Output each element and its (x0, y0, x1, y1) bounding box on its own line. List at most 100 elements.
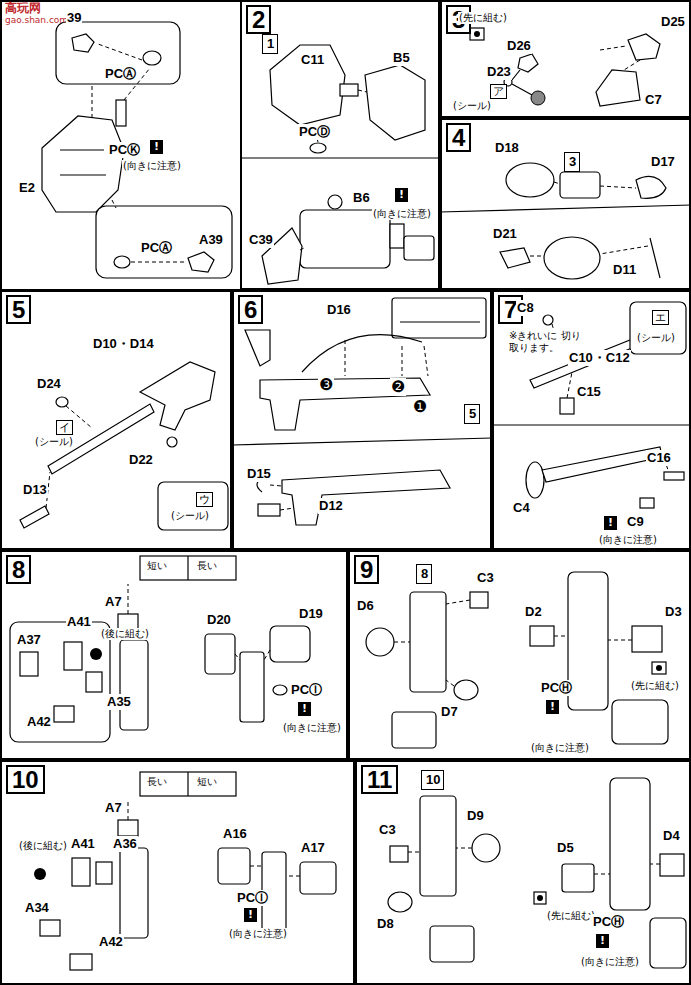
step-number: 11 (361, 765, 398, 794)
part-label: D10・D14 (92, 336, 155, 352)
note-text: (先に組む) (458, 12, 508, 24)
note-text: (シール) (636, 332, 676, 344)
callout-number: ❷ (390, 378, 406, 396)
part-label: PCⒾ (290, 682, 323, 698)
step-panel: 10 (0, 760, 355, 985)
watermark: 高玩网 (4, 2, 42, 15)
sticker-letter: エ (652, 310, 669, 325)
part-label: D4 (662, 828, 681, 844)
part-label: A17 (300, 840, 326, 856)
step-panel: 65 (232, 290, 492, 550)
part-label: PCⒽ (540, 680, 573, 696)
step-number: 8 (6, 555, 31, 584)
callout-number: ❸ (318, 376, 334, 394)
part-label: D8 (376, 916, 395, 932)
part-label: A41 (70, 836, 96, 852)
warning-mark: ! (150, 140, 163, 154)
ref-number: 8 (421, 566, 428, 582)
note-text: (向きに注意) (580, 956, 640, 968)
part-label: A7 (104, 800, 123, 816)
part-label: C9 (626, 514, 645, 530)
part-label: C3 (476, 570, 495, 586)
part-label: D22 (128, 452, 154, 468)
subassembly-ref: 3 (564, 152, 580, 172)
step-number: 6 (238, 295, 263, 324)
note-text: (後に組む) (100, 628, 150, 640)
warning-mark: ! (546, 700, 559, 714)
ref-number: 3 (569, 154, 576, 170)
part-label: D24 (36, 376, 62, 392)
note-text: (向きに注意) (598, 534, 658, 546)
warning-mark: ! (298, 702, 311, 716)
part-label: D15 (246, 466, 272, 482)
note-text: (向きに注意) (228, 928, 288, 940)
part-label: D9 (466, 808, 485, 824)
part-label: A39 (198, 232, 224, 248)
note-text: 短い (146, 560, 168, 572)
part-label: A36 (112, 836, 138, 852)
panel-frame (1, 1, 241, 290)
subassembly-ref: 1 (262, 34, 278, 54)
parts-drawing (10, 22, 691, 970)
note-text: (シール) (34, 436, 74, 448)
step-number: 10 (6, 765, 45, 794)
part-label: A42 (26, 714, 52, 730)
part-label: D11 (612, 262, 637, 278)
warning-mark: ! (244, 908, 257, 922)
note-text: (向きに注意) (282, 722, 342, 734)
part-label: D26 (506, 38, 532, 54)
step-number: 5 (6, 295, 31, 324)
note-text: 短い (196, 776, 218, 788)
warning-mark: ! (395, 188, 408, 202)
warning-mark: ! (596, 934, 609, 948)
part-label: A16 (222, 826, 248, 842)
part-label: PCⒶ (140, 240, 173, 256)
part-label: PCⒾ (236, 890, 269, 906)
part-label: D13 (22, 482, 48, 498)
part-label: C8 (516, 300, 535, 316)
note-text: (先に組む) (546, 910, 596, 922)
part-label: D3 (664, 604, 683, 620)
part-label: A41 (66, 614, 92, 630)
step-panel: 11 10 (355, 760, 691, 985)
part-label: C3 (378, 822, 397, 838)
step-number: 9 (354, 555, 379, 584)
part-label: PCⓀ (108, 142, 141, 158)
part-label: A34 (24, 900, 50, 916)
subassembly-ref: 8 (416, 564, 432, 584)
part-label: D21 (492, 226, 518, 242)
part-label: E2 (18, 180, 36, 196)
part-label: D7 (440, 704, 459, 720)
subassembly-ref: 10 (421, 770, 444, 790)
part-label: D12 (318, 498, 344, 514)
part-label: 39 (66, 10, 82, 26)
watermark: gao.shan.com (4, 16, 69, 26)
part-label: D2 (524, 604, 543, 620)
note-text: (向きに注意) (122, 160, 182, 172)
step-number: 4 (446, 123, 471, 152)
part-label: D18 (494, 140, 520, 156)
step-number: 2 (246, 5, 271, 34)
part-label: D25 (660, 14, 686, 30)
part-label: C39 (248, 232, 274, 248)
ref-number: 10 (426, 772, 440, 788)
part-label: A37 (16, 632, 42, 648)
subassembly-ref: 5 (464, 404, 480, 424)
part-label: PCⒽ (592, 914, 625, 930)
note-text: (向きに注意) (530, 742, 590, 754)
note-text: (後に組む) (18, 840, 68, 852)
callout-number: ❶ (412, 398, 428, 416)
part-label: C4 (512, 500, 531, 516)
note-text: (向きに注意) (372, 208, 432, 220)
part-label: D5 (556, 840, 575, 856)
part-label: C7 (644, 92, 663, 108)
part-label: D19 (298, 606, 324, 622)
part-label: D23 (486, 64, 512, 80)
part-label: PCⒹ (298, 124, 331, 140)
part-label: D20 (206, 612, 232, 628)
warning-mark: ! (604, 516, 617, 530)
ref-number: 1 (267, 36, 274, 52)
